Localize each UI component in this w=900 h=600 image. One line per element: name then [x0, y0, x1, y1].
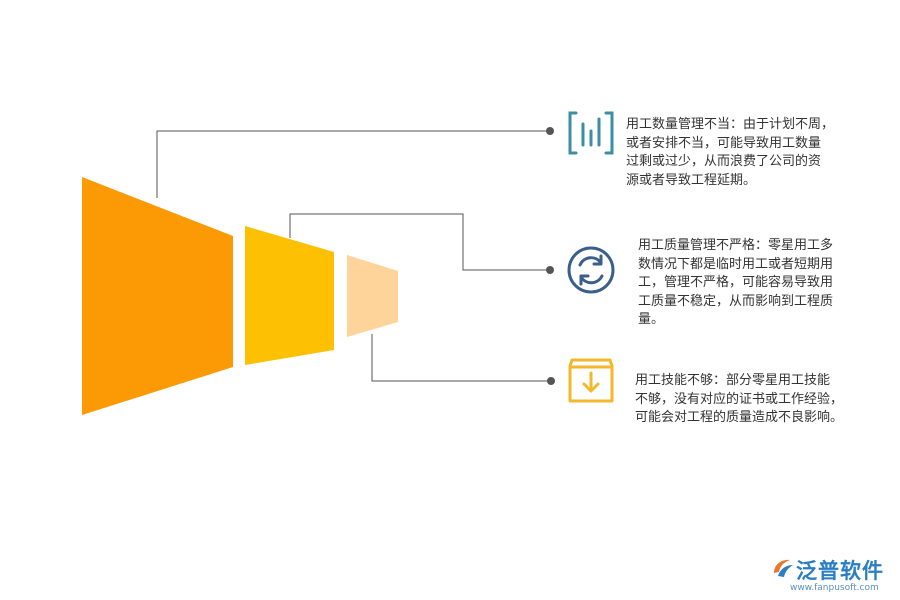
- item-text-skill: 用工技能不够：部分零星用工技能 不够，没有对应的证书或工作经验， 可能会对工程的…: [635, 373, 844, 425]
- connector-dot-1: [546, 127, 554, 135]
- item-text-quality: 用工质量管理不严格：零星用工多 数情况下都是临时用工或者短期用 工，管理不严格，…: [638, 238, 834, 327]
- connector-line-1: [156, 130, 548, 198]
- funnel-segment-medium: [245, 226, 334, 365]
- download-box-icon: [568, 358, 614, 403]
- funnel-segment-small: [347, 255, 398, 337]
- connector-line-3: [371, 334, 548, 382]
- connector-line-2: [289, 213, 548, 271]
- refresh-icon: [567, 246, 615, 294]
- brand-logo: 泛普软件 www.fanpusoft.com: [768, 553, 896, 597]
- logo-url-text: www.fanpusoft.com: [790, 583, 879, 593]
- connector-lines: [156, 130, 548, 382]
- connector-dot-3: [547, 377, 555, 385]
- connector-dot-2: [546, 266, 554, 274]
- item-text-quantity: 用工数量管理不当：由于计划不周， 或者安排不当，可能导致用工数量 过剩或过少，从…: [626, 117, 835, 188]
- bar-chart-icon: [568, 111, 614, 155]
- funnel-segment-large: [82, 177, 233, 415]
- logo-brand-text: 泛普软件: [796, 559, 884, 583]
- logo-mark-icon: [774, 559, 793, 577]
